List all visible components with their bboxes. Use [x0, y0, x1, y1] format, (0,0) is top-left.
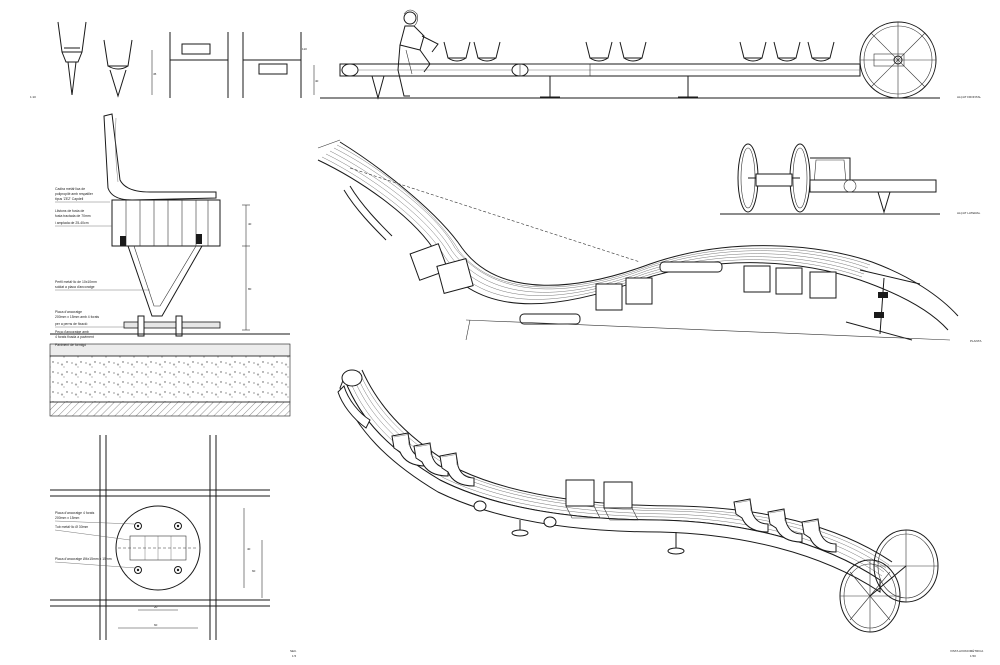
front-elevation: ALÇAT FRONTAL — [320, 9, 981, 100]
plate-span-dimension: 60 — [154, 623, 158, 627]
side-code-label: SEC. — [290, 649, 297, 653]
callout-9: Placa d'ancoratge — [55, 310, 82, 314]
plan-callout-4: Placa d'ancoratge Ø4x15mm x 15mm — [55, 557, 112, 561]
plan-view: PLANTA — [317, 139, 981, 343]
plan-label: PLANTA — [970, 339, 981, 343]
scale-left-label: 1:10 — [30, 95, 36, 99]
plan-detail: 40 60 20 60 Placa d'ancoratge 4 forats 2… — [50, 435, 297, 658]
side-elevation: ALÇAT LATERAL — [720, 143, 981, 215]
detail-callout-labels: Cadira metàl·lica de polipropilè amb res… — [55, 187, 150, 347]
scale-detail-label: 1:5 — [292, 654, 297, 658]
post-height-dimension: 110 — [302, 47, 307, 51]
plan-callout-3: Tub metàl·lic Ø 30mm — [55, 525, 88, 529]
callout-5: fusta tractada de 70mm — [55, 214, 91, 218]
detail-dimension-2: 40 — [248, 222, 252, 226]
seated-person-figure — [397, 9, 439, 97]
top-left-profiles: 1:10 — [30, 21, 315, 99]
axonometric-label: VISTA AXONOMÈTRICA — [950, 648, 983, 653]
wheel-axonometric-back — [873, 529, 939, 603]
callout-1: Cadira metàl·lica de — [55, 187, 85, 191]
callout-11: per a perns de fixació — [55, 322, 88, 326]
plate-width-dimension: 20 — [154, 605, 158, 609]
seat-height-dimension: 45 — [153, 72, 157, 76]
callout-10: 200mm x 15mm amb 4 forats — [55, 315, 99, 319]
plan-callout-1: Placa d'ancoratge 4 forats — [55, 511, 95, 515]
bench-height-dimension: 40 — [315, 79, 319, 83]
callout-14: Paviment de formigó — [55, 343, 86, 347]
detail-dimension-1: 80 — [248, 287, 252, 291]
callout-4: Llistons de fusta de — [55, 209, 84, 213]
callout-3: tipus 'ZEZ' Capdell — [55, 197, 83, 201]
front-elevation-label: ALÇAT FRONTAL — [957, 95, 981, 99]
section-detail: 80 40 Cadira metàl·lica de polipropilè a… — [49, 113, 291, 417]
axonometric-view: VISTA AXONOMÈTRICA 1:50 — [337, 369, 983, 658]
plan-callout-2: 200mm x 15mm — [55, 516, 79, 520]
callout-2: polipropilè amb respatller — [55, 192, 94, 196]
plan-dimension-1: 40 — [247, 547, 251, 551]
callout-6: i amplada de 25-40cm — [55, 221, 89, 225]
callout-8: soldat a placa d'ancoratge — [55, 285, 95, 289]
callout-13: 4 forats fixada a paviment — [55, 335, 94, 339]
wheel-front — [859, 21, 937, 99]
plan-dimension-2: 60 — [252, 569, 256, 573]
side-elevation-label: ALÇAT LATERAL — [957, 211, 981, 215]
callout-7: Perfil metàl·lic de 10x10mm — [55, 280, 97, 284]
scale-main-label: 1:50 — [970, 654, 976, 658]
callout-12: Peça d'ancoratge amb — [55, 330, 89, 334]
